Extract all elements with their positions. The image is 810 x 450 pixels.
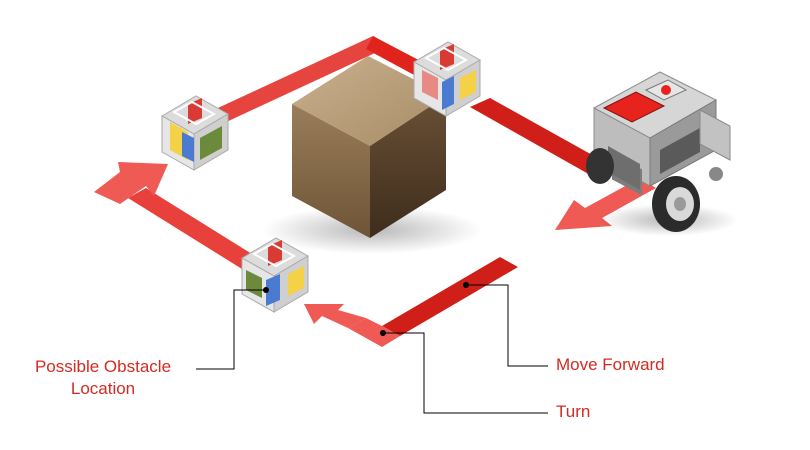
path-arrow-bottom <box>304 304 366 328</box>
path-segment-top-left <box>205 36 390 124</box>
label-possible-obstacle-location: Possible Obstacle Location <box>10 356 196 400</box>
leader-lines <box>196 282 548 414</box>
label-turn: Turn <box>556 402 591 421</box>
leader-line-obstacle <box>196 289 264 370</box>
label-obstacle-line1: Possible Obstacle <box>34 357 172 376</box>
path-segment-top-right <box>470 98 612 176</box>
lego-robot-icon <box>586 71 738 236</box>
central-brown-box <box>262 56 482 254</box>
leader-dot-turn <box>380 330 386 336</box>
path-arrow-left <box>94 162 168 204</box>
path-turn-corner <box>348 318 400 347</box>
label-obstacle-line2: Location <box>70 379 136 398</box>
obstacle-cube-icon <box>240 237 310 313</box>
leader-dot-forward <box>463 282 469 288</box>
obstacle-cube-icon <box>160 95 230 171</box>
leader-dot-obstacle <box>263 287 269 293</box>
path-segment-bottom-right <box>382 257 518 336</box>
robot-path <box>94 36 656 347</box>
leader-line-turn <box>383 332 548 414</box>
path-arrow-right <box>555 178 656 230</box>
label-move-forward: Move Forward <box>556 355 665 374</box>
obstacle-cube-icon <box>412 41 482 117</box>
path-segment-left <box>128 188 268 274</box>
leader-line-forward <box>466 284 548 367</box>
